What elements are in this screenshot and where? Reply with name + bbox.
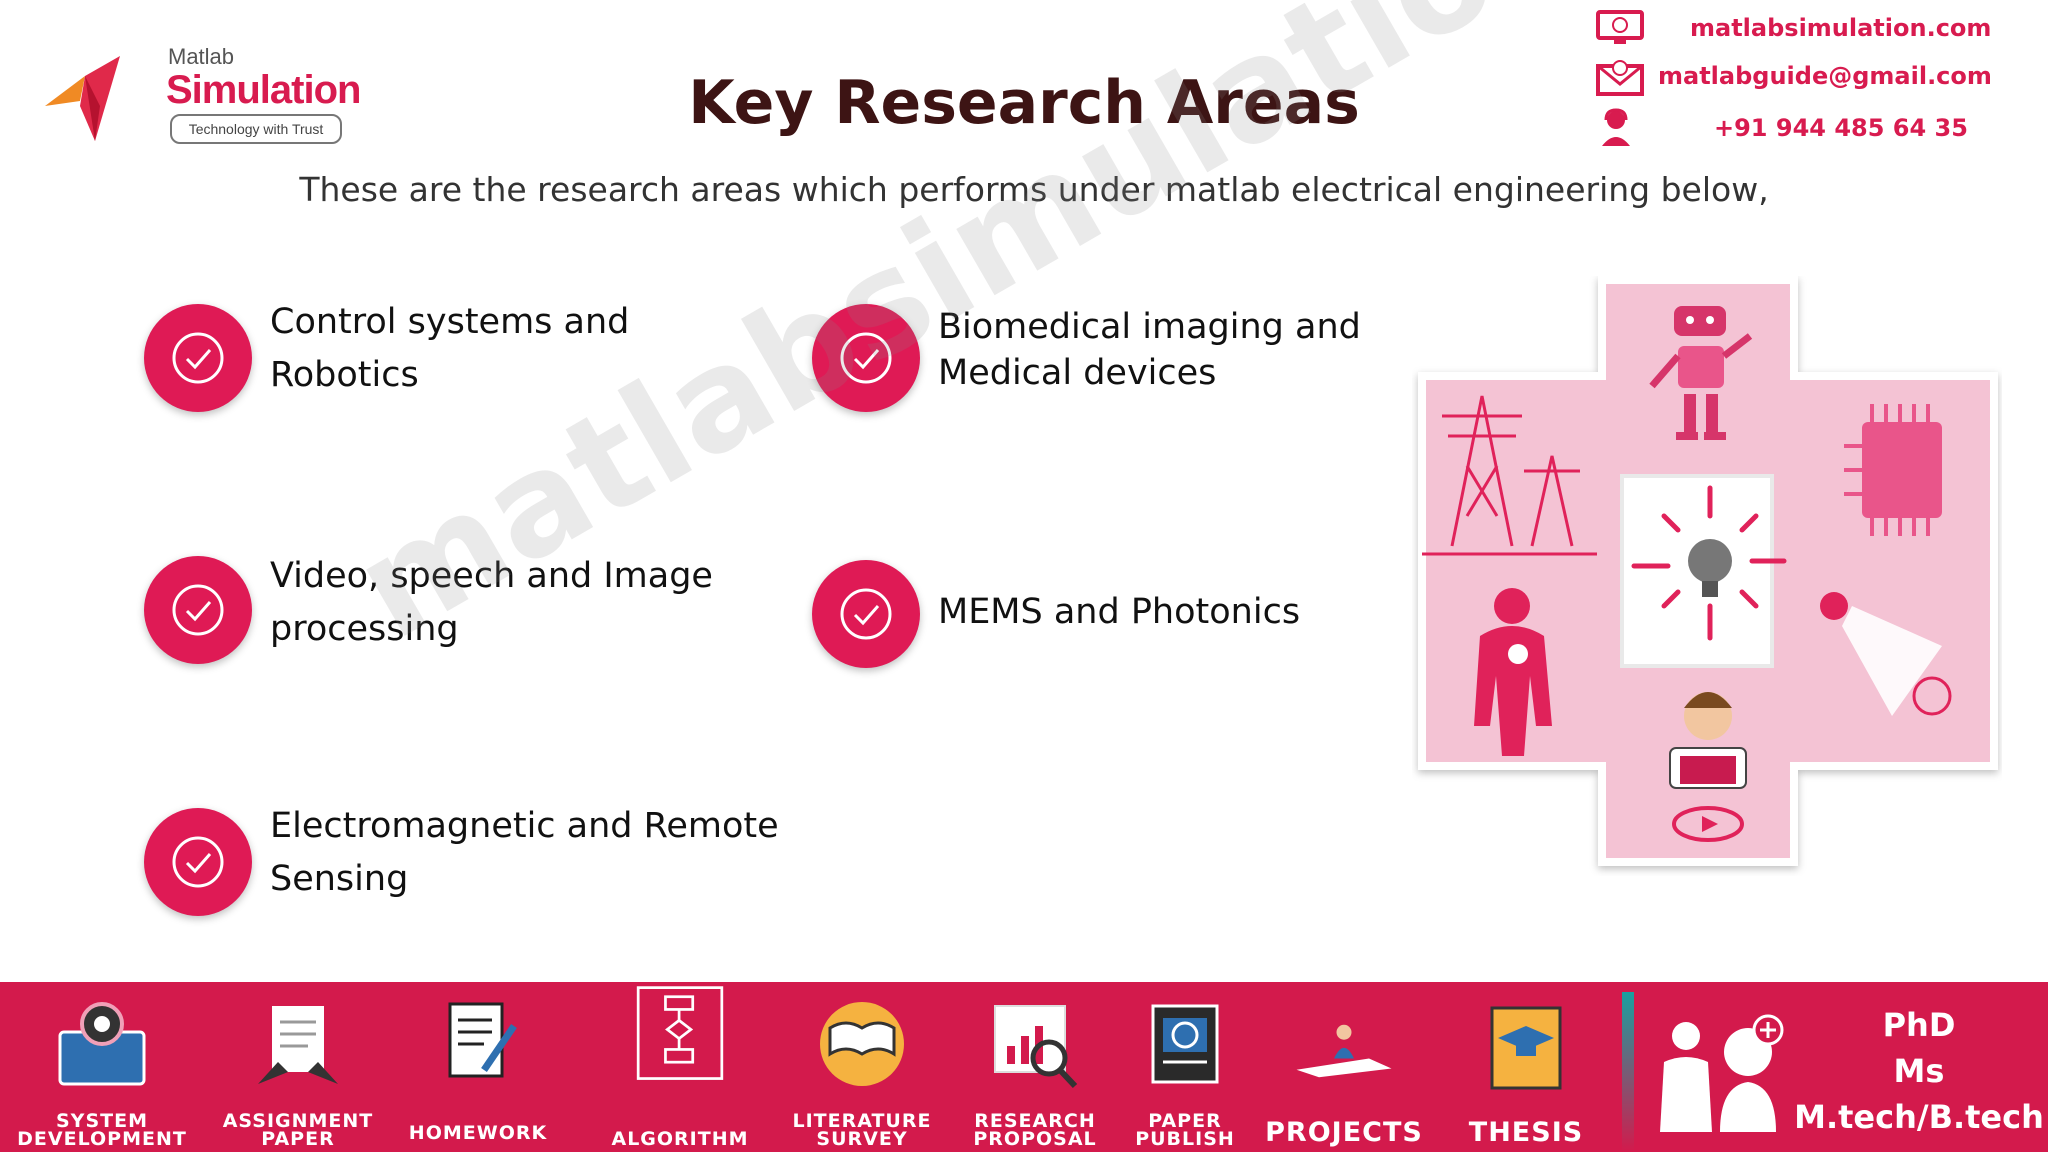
check-circle-icon <box>144 808 252 916</box>
research-area-label: Electromagnetic and Remote Sensing <box>270 800 790 906</box>
logo-tagline: Technology with Trust <box>170 114 342 144</box>
nav-label: HOMEWORK <box>408 1122 548 1144</box>
contact-email-row[interactable]: matlabguide@gmail.com <box>1594 58 2034 98</box>
nav-projects[interactable]: PROJECTS <box>1256 982 1432 1152</box>
research-area-line1: Biomedical imaging and <box>938 307 1361 347</box>
research-area-label: MEMS and Photonics <box>938 586 1458 639</box>
email-icon <box>1596 60 1644 96</box>
support-person-icon <box>1669 692 1747 789</box>
chip-icon <box>1844 404 1942 536</box>
flowchart-icon <box>636 986 724 1080</box>
research-area-label: Video, speech and Image processing <box>270 550 790 656</box>
analytics-magnifier-icon <box>994 1005 1078 1089</box>
degree-list: PhD Ms M.tech/B.tech <box>1790 1002 2048 1140</box>
nav-algorithm[interactable]: ALGORITHM <box>596 982 764 1152</box>
research-area-line1: Electromagnetic and Remote <box>270 806 779 846</box>
logo-main-text: Simulation <box>166 68 361 112</box>
support-agent-icon <box>1602 108 1630 146</box>
human-body-icon <box>1474 588 1552 756</box>
contact-website: matlabsimulation.com <box>1690 14 1992 42</box>
research-area-mems-photonics: MEMS and Photonics <box>812 560 1452 680</box>
check-circle-icon <box>812 304 920 412</box>
research-area-line1: Video, speech and Image <box>270 556 713 596</box>
research-area-label: Biomedical imaging and Medical devices <box>938 304 1458 396</box>
research-area-electromagnetic: Electromagnetic and Remote Sensing <box>144 806 784 928</box>
logo-small-text: Matlab <box>168 44 235 69</box>
document-hands-icon <box>258 1006 338 1084</box>
research-area-line1: MEMS and Photonics <box>938 592 1301 632</box>
divider <box>1622 992 1634 1152</box>
research-area-line2: Sensing <box>270 859 409 899</box>
robot-icon <box>1649 306 1753 440</box>
notebook-pen-icon <box>448 1002 517 1078</box>
logo-arrow-icon <box>45 56 120 141</box>
research-area-line2: Robotics <box>270 355 419 395</box>
contact-phone: +91 944 485 64 35 <box>1714 114 1968 142</box>
nav-thesis[interactable]: THESIS <box>1446 982 1606 1152</box>
check-circle-icon <box>812 560 920 668</box>
contact-email: matlabguide@gmail.com <box>1658 62 1992 90</box>
light-beam-icon <box>1820 592 1952 716</box>
nav-label: THESIS <box>1468 1117 1584 1148</box>
research-area-control-systems: Control systems and Robotics <box>144 302 784 424</box>
contact-phone-row[interactable]: +91 944 485 64 35 <box>1594 108 2034 148</box>
power-tower-icon <box>1422 395 1597 556</box>
degree-phd: PhD <box>1882 1006 1956 1044</box>
check-circle-icon <box>144 556 252 664</box>
contact-website-row[interactable]: matlabsimulation.com <box>1594 10 2034 50</box>
monitor-globe-icon <box>1596 10 1644 44</box>
lightbulb-icon <box>1631 485 1787 641</box>
research-area-biomedical: Biomedical imaging and Medical devices <box>812 304 1452 424</box>
journal-globe-icon <box>1151 1004 1219 1084</box>
people-add-icon <box>1660 1014 1784 1132</box>
contact-block: matlabsimulation.com matlabguide@gmail.c… <box>1594 10 2034 150</box>
brand-logo[interactable]: Matlab Simulation Technology with Trust <box>40 40 361 150</box>
check-circle-icon <box>144 304 252 412</box>
nav-homework[interactable]: HOMEWORK <box>400 982 556 1152</box>
page-title: Key Research Areas <box>688 68 1360 138</box>
graduation-book-icon <box>1490 1006 1562 1090</box>
research-area-label: Control systems and Robotics <box>270 296 790 402</box>
degree-ms: Ms <box>1893 1052 1945 1090</box>
nav-label: PROJECTS <box>1265 1117 1423 1148</box>
open-book-icon <box>820 1002 904 1086</box>
blueprint-worker-icon <box>1296 1024 1392 1078</box>
play-button-icon <box>1672 806 1744 842</box>
degree-mtech-btech: M.tech/B.tech <box>1794 1098 2044 1136</box>
research-area-line2: processing <box>270 609 459 649</box>
nav-label: ALGORITHM <box>611 1128 749 1150</box>
research-area-line1: Control systems and <box>270 302 630 342</box>
research-area-video-speech-image: Video, speech and Image processing <box>144 556 784 676</box>
monitor-gear-icon <box>58 1002 146 1086</box>
research-illustration <box>1418 276 1998 866</box>
research-area-line2: Medical devices <box>938 353 1217 393</box>
page-subtitle: These are the research areas which perfo… <box>299 170 1769 209</box>
